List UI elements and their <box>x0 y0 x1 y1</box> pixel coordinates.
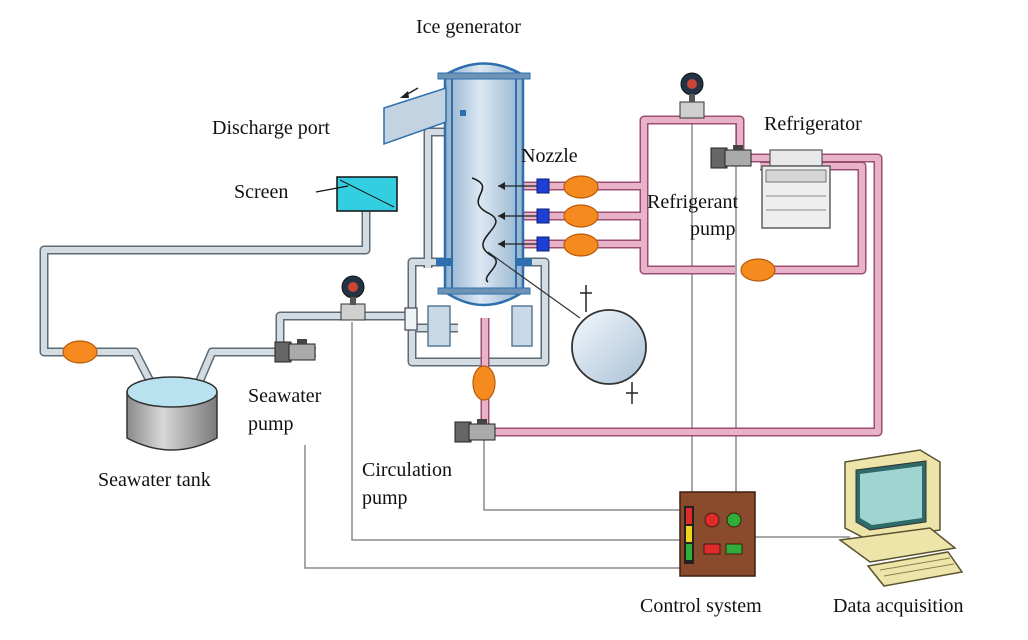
label-refrigerator: Refrigerator <box>764 113 862 135</box>
label-control-system: Control system <box>640 595 762 617</box>
label-screen: Screen <box>234 181 288 203</box>
flow-meter-refrigerant <box>740 258 776 282</box>
refrigerant-pump <box>710 145 752 169</box>
flow-meter-nozzle-3 <box>563 233 599 257</box>
label-ice-generator: Ice generator <box>416 16 521 38</box>
label-discharge-port: Discharge port <box>212 117 330 139</box>
label-nozzle: Nozzle <box>521 145 578 167</box>
flow-meter-nozzle-2 <box>563 204 599 228</box>
nozzle-assembly <box>498 178 550 252</box>
inline-valve <box>404 307 418 331</box>
pressure-gauge-seawater <box>340 275 366 321</box>
flow-meter-circulation <box>472 365 496 401</box>
ice-generator-vessel <box>427 62 581 347</box>
discharge-chute <box>383 86 447 146</box>
label-refrigerant-pump-1: Refrigerant <box>647 191 739 213</box>
circulation-pump <box>454 419 496 443</box>
flow-meters <box>62 175 776 401</box>
flow-meter-nozzle-1 <box>563 175 599 199</box>
nozzle-block-3 <box>536 236 550 252</box>
screen-filter <box>315 176 398 212</box>
label-circulation-pump-2: pump <box>362 487 408 509</box>
control-system-box <box>679 491 756 577</box>
label-seawater-pump-2: pump <box>248 413 294 435</box>
pressure-gauge-refrigerant <box>679 72 705 119</box>
signal-wires <box>304 118 850 569</box>
label-seawater-pump-1: Seawater <box>248 385 322 407</box>
nozzle-block-1 <box>536 178 550 194</box>
seawater-pump <box>274 339 316 363</box>
label-circulation-pump-1: Circulation <box>362 459 452 481</box>
label-seawater-tank: Seawater tank <box>98 469 211 491</box>
separator-drum <box>571 285 647 404</box>
label-refrigerant-pump-2: pump <box>690 218 736 240</box>
data-acquisition-computer <box>838 449 964 587</box>
nozzle-block-2 <box>536 208 550 224</box>
seawater-tank <box>126 376 218 451</box>
flow-meter-seawater <box>62 340 98 364</box>
refrigerator-unit <box>761 149 831 229</box>
label-data-acquisition: Data acquisition <box>833 595 964 617</box>
labels: Ice generator Discharge port Nozzle Refr… <box>98 16 964 617</box>
